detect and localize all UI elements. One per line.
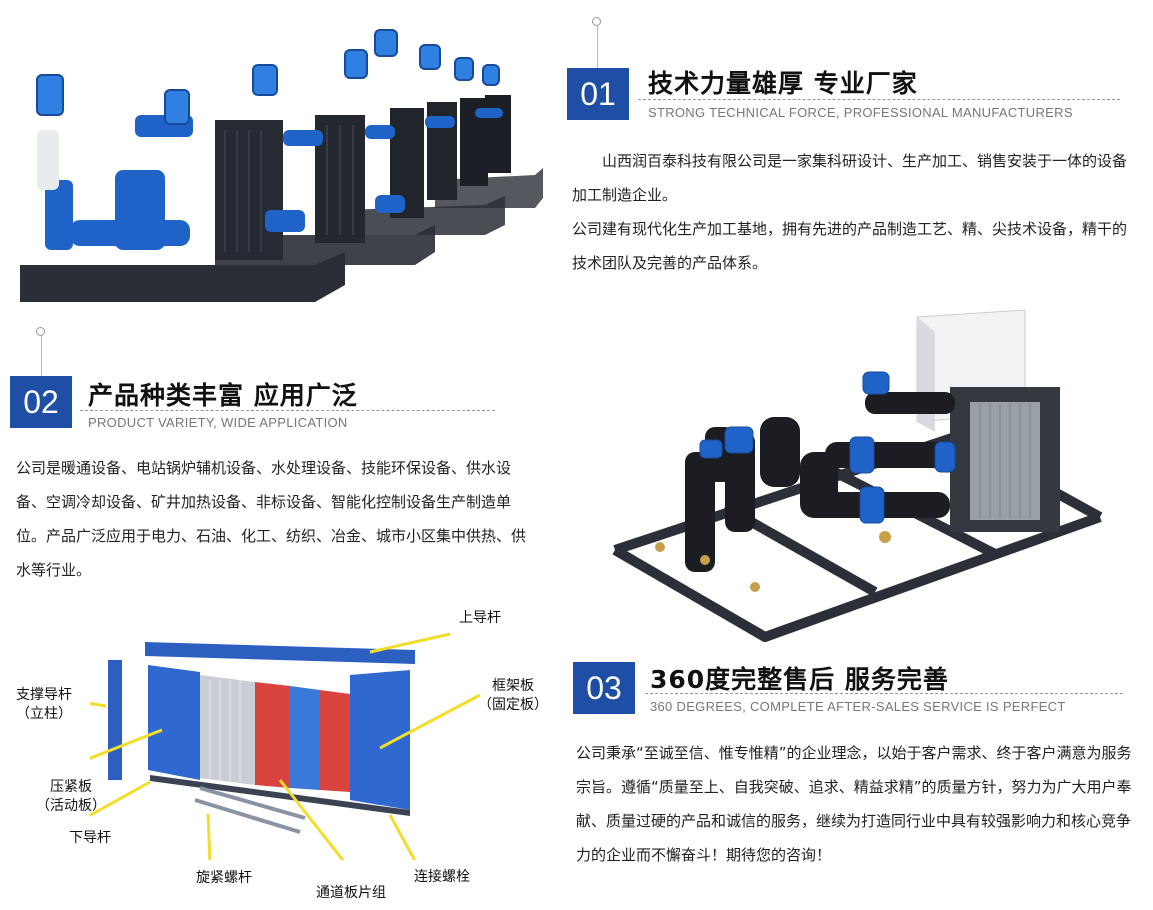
skid-mounted-unit-photo: [612, 309, 1103, 642]
section2-divider: [80, 410, 495, 411]
section2-paragraph: 公司是暖通设备、电站锅炉辅机设备、水处理设备、技能环保设备、供水设备、空调冷却设…: [16, 459, 527, 579]
section2-title: 产品种类丰富 应用广泛: [88, 381, 358, 410]
section1-pin-dot: [592, 17, 601, 26]
section2-number: 02: [10, 376, 72, 428]
section3-number: 03: [573, 662, 635, 714]
label-pressure-plate-line2: （活动板）: [36, 798, 106, 814]
section1-subtitle: STRONG TECHNICAL FORCE, PROFESSIONAL MAN…: [648, 105, 1073, 120]
section1-paragraph-1: 山西润百泰科技有限公司是一家集科研设计、生产加工、销售安装于一体的设备加工制造企…: [572, 152, 1128, 204]
label-support-post-line2: （立柱）: [16, 706, 72, 722]
label-pressure-plate-line1: 压紧板: [50, 779, 92, 795]
section1-title: 技术力量雄厚 专业厂家: [648, 69, 918, 98]
section2-pin-line: [41, 336, 42, 376]
label-frame-plate-line1: 框架板: [492, 678, 534, 694]
section1-text: 山西润百泰科技有限公司是一家集科研设计、生产加工、销售安装于一体的设备加工制造企…: [572, 144, 1138, 280]
label-channel-plates: 通道板片组: [316, 885, 386, 901]
heat-exchanger-units-photo: [20, 29, 543, 302]
section2-pin-dot: [36, 327, 45, 336]
section1-pin-line: [597, 26, 598, 68]
section1-paragraph-2: 公司建有现代化生产加工基地，拥有先进的产品制造工艺、精、尖技术设备，精干的技术团…: [572, 220, 1128, 272]
label-pressure-plate: 压紧板 （活动板）: [36, 778, 106, 816]
label-bottom-guide-bar: 下导杆: [69, 830, 111, 846]
section2-subtitle: PRODUCT VARIETY, WIDE APPLICATION: [88, 415, 348, 430]
label-support-post: 支撑导杆 （立柱）: [16, 686, 72, 724]
section1-number: 01: [567, 68, 629, 120]
label-top-guide-bar: 上导杆: [459, 610, 501, 626]
label-tightening-bolt: 旋紧螺杆: [196, 870, 252, 886]
section3-paragraph: 公司秉承“至诚至信、惟专惟精”的企业理念，以始于客户需求、终于客户满意为服务宗旨…: [576, 744, 1132, 864]
label-support-post-line1: 支撑导杆: [16, 687, 72, 703]
section3-subtitle: 360 DEGREES, COMPLETE AFTER-SALES SERVIC…: [650, 699, 1066, 714]
label-frame-plate: 框架板 （固定板）: [478, 677, 548, 715]
section1-divider: [638, 99, 1120, 100]
label-frame-plate-line2: （固定板）: [478, 697, 548, 713]
section3-divider: [645, 693, 1123, 694]
section3-title: 360度完整售后 服务完善: [650, 665, 949, 694]
plate-heat-exchanger-diagram: [90, 632, 481, 860]
label-connecting-bolt: 连接螺栓: [414, 869, 470, 885]
